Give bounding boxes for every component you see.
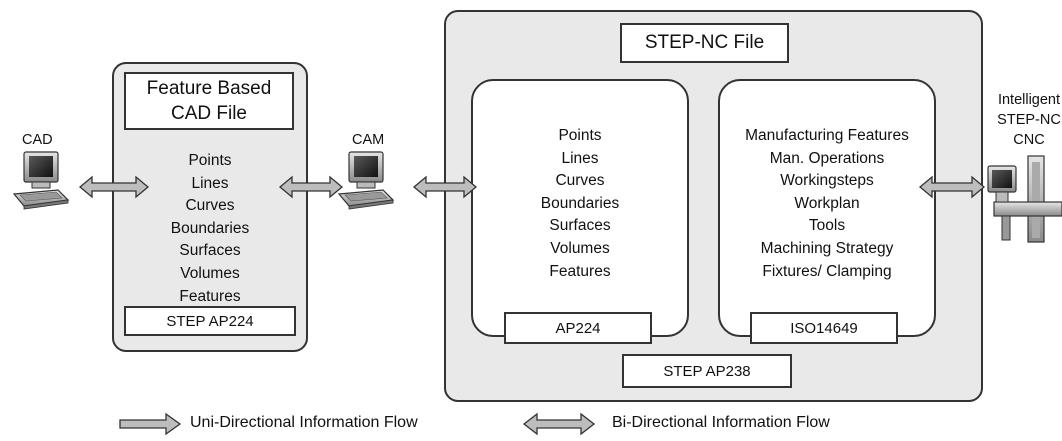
cad-file-title: Feature Based CAD File (124, 72, 294, 130)
list-item: Volumes (550, 239, 610, 257)
list-item: Manufacturing Features (745, 127, 909, 144)
list-item: Lines (191, 174, 229, 192)
cad-file-footer: STEP AP224 (124, 306, 296, 336)
list-item: Points (558, 127, 602, 144)
bidirectional-arrow-icon (522, 412, 596, 436)
cad-file-panel: Feature Based CAD File Points Lines Curv… (112, 62, 308, 352)
legend-uni-label: Uni-Directional Information Flow (190, 414, 418, 431)
list-item: Fixtures/ Clamping (762, 262, 892, 280)
unidirectional-arrow-icon (119, 412, 182, 436)
cad-file-title-line1: Feature Based (146, 78, 272, 99)
bidirectional-arrow-stepnc-to-cnc (918, 175, 986, 199)
list-item: Lines (561, 149, 599, 167)
manufacturing-box: Manufacturing Features Man. Operations W… (718, 79, 936, 337)
cnc-label-line3: CNC (1013, 132, 1045, 148)
step-ap238-label: STEP AP238 (622, 354, 792, 388)
cad-computer-icon (12, 151, 70, 210)
cam-computer-icon (337, 151, 395, 210)
cnc-label-line1: Intelligent (997, 92, 1061, 108)
list-item: Workingsteps (780, 172, 874, 190)
list-item: Points (188, 152, 232, 169)
list-item: Machining Strategy (760, 239, 894, 257)
stepnc-panel: STEP-NC File Points Lines Curves Boundar… (444, 10, 983, 402)
cnc-label-line2: STEP-NC (997, 112, 1061, 128)
bidirectional-arrow-cad-to-cadfile (78, 175, 150, 199)
iso14649-label: ISO14649 (750, 312, 898, 344)
cad-label: CAD (22, 132, 53, 148)
list-item: Man. Operations (769, 149, 885, 167)
bidirectional-arrow-cam-to-stepnc (412, 175, 478, 199)
list-item: Features (549, 262, 611, 280)
cad-file-title-line2: CAD File (170, 103, 247, 124)
list-item: Curves (555, 172, 605, 190)
list-item: Boundaries (170, 219, 250, 237)
cad-file-items: Points Lines Curves Boundaries Surfaces … (114, 150, 306, 308)
list-item: Features (179, 287, 241, 305)
list-item: Surfaces (549, 217, 611, 235)
cnc-label: Intelligent STEP-NC CNC (996, 90, 1062, 150)
ap224-label: AP224 (504, 312, 652, 344)
list-item: Curves (185, 197, 235, 215)
manufacturing-items: Manufacturing Features Man. Operations W… (720, 125, 934, 283)
stepnc-title: STEP-NC File (620, 23, 789, 63)
list-item: Tools (808, 217, 846, 235)
list-item: Workplan (794, 194, 860, 212)
list-item: Surfaces (179, 242, 241, 260)
list-item: Boundaries (540, 194, 620, 212)
cam-label: CAM (352, 132, 385, 148)
legend-bi-label: Bi-Directional Information Flow (612, 414, 830, 431)
cnc-machine-icon (987, 155, 1062, 243)
bidirectional-arrow-cadfile-to-cam (278, 175, 344, 199)
list-item: Volumes (180, 264, 240, 282)
geometry-items: Points Lines Curves Boundaries Surfaces … (473, 125, 687, 283)
geometry-box: Points Lines Curves Boundaries Surfaces … (471, 79, 689, 337)
